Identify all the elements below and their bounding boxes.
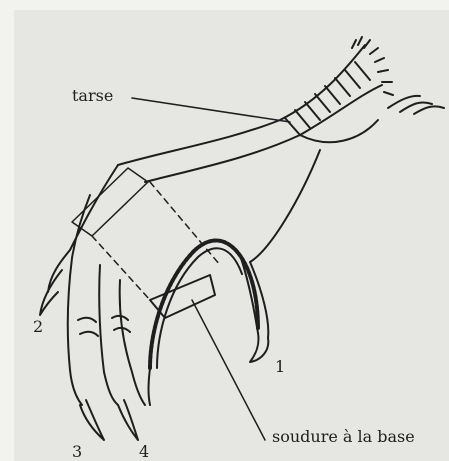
top-margin (0, 0, 449, 10)
digit-1-label: 1 (275, 357, 285, 376)
tarse-label: tarse (72, 86, 113, 105)
left-margin (0, 0, 14, 461)
digit-3-label: 3 (72, 442, 82, 461)
digit-2-label: 2 (33, 317, 43, 336)
digit-4-label: 4 (139, 442, 149, 461)
soudure-label: soudure à la base (272, 427, 415, 446)
